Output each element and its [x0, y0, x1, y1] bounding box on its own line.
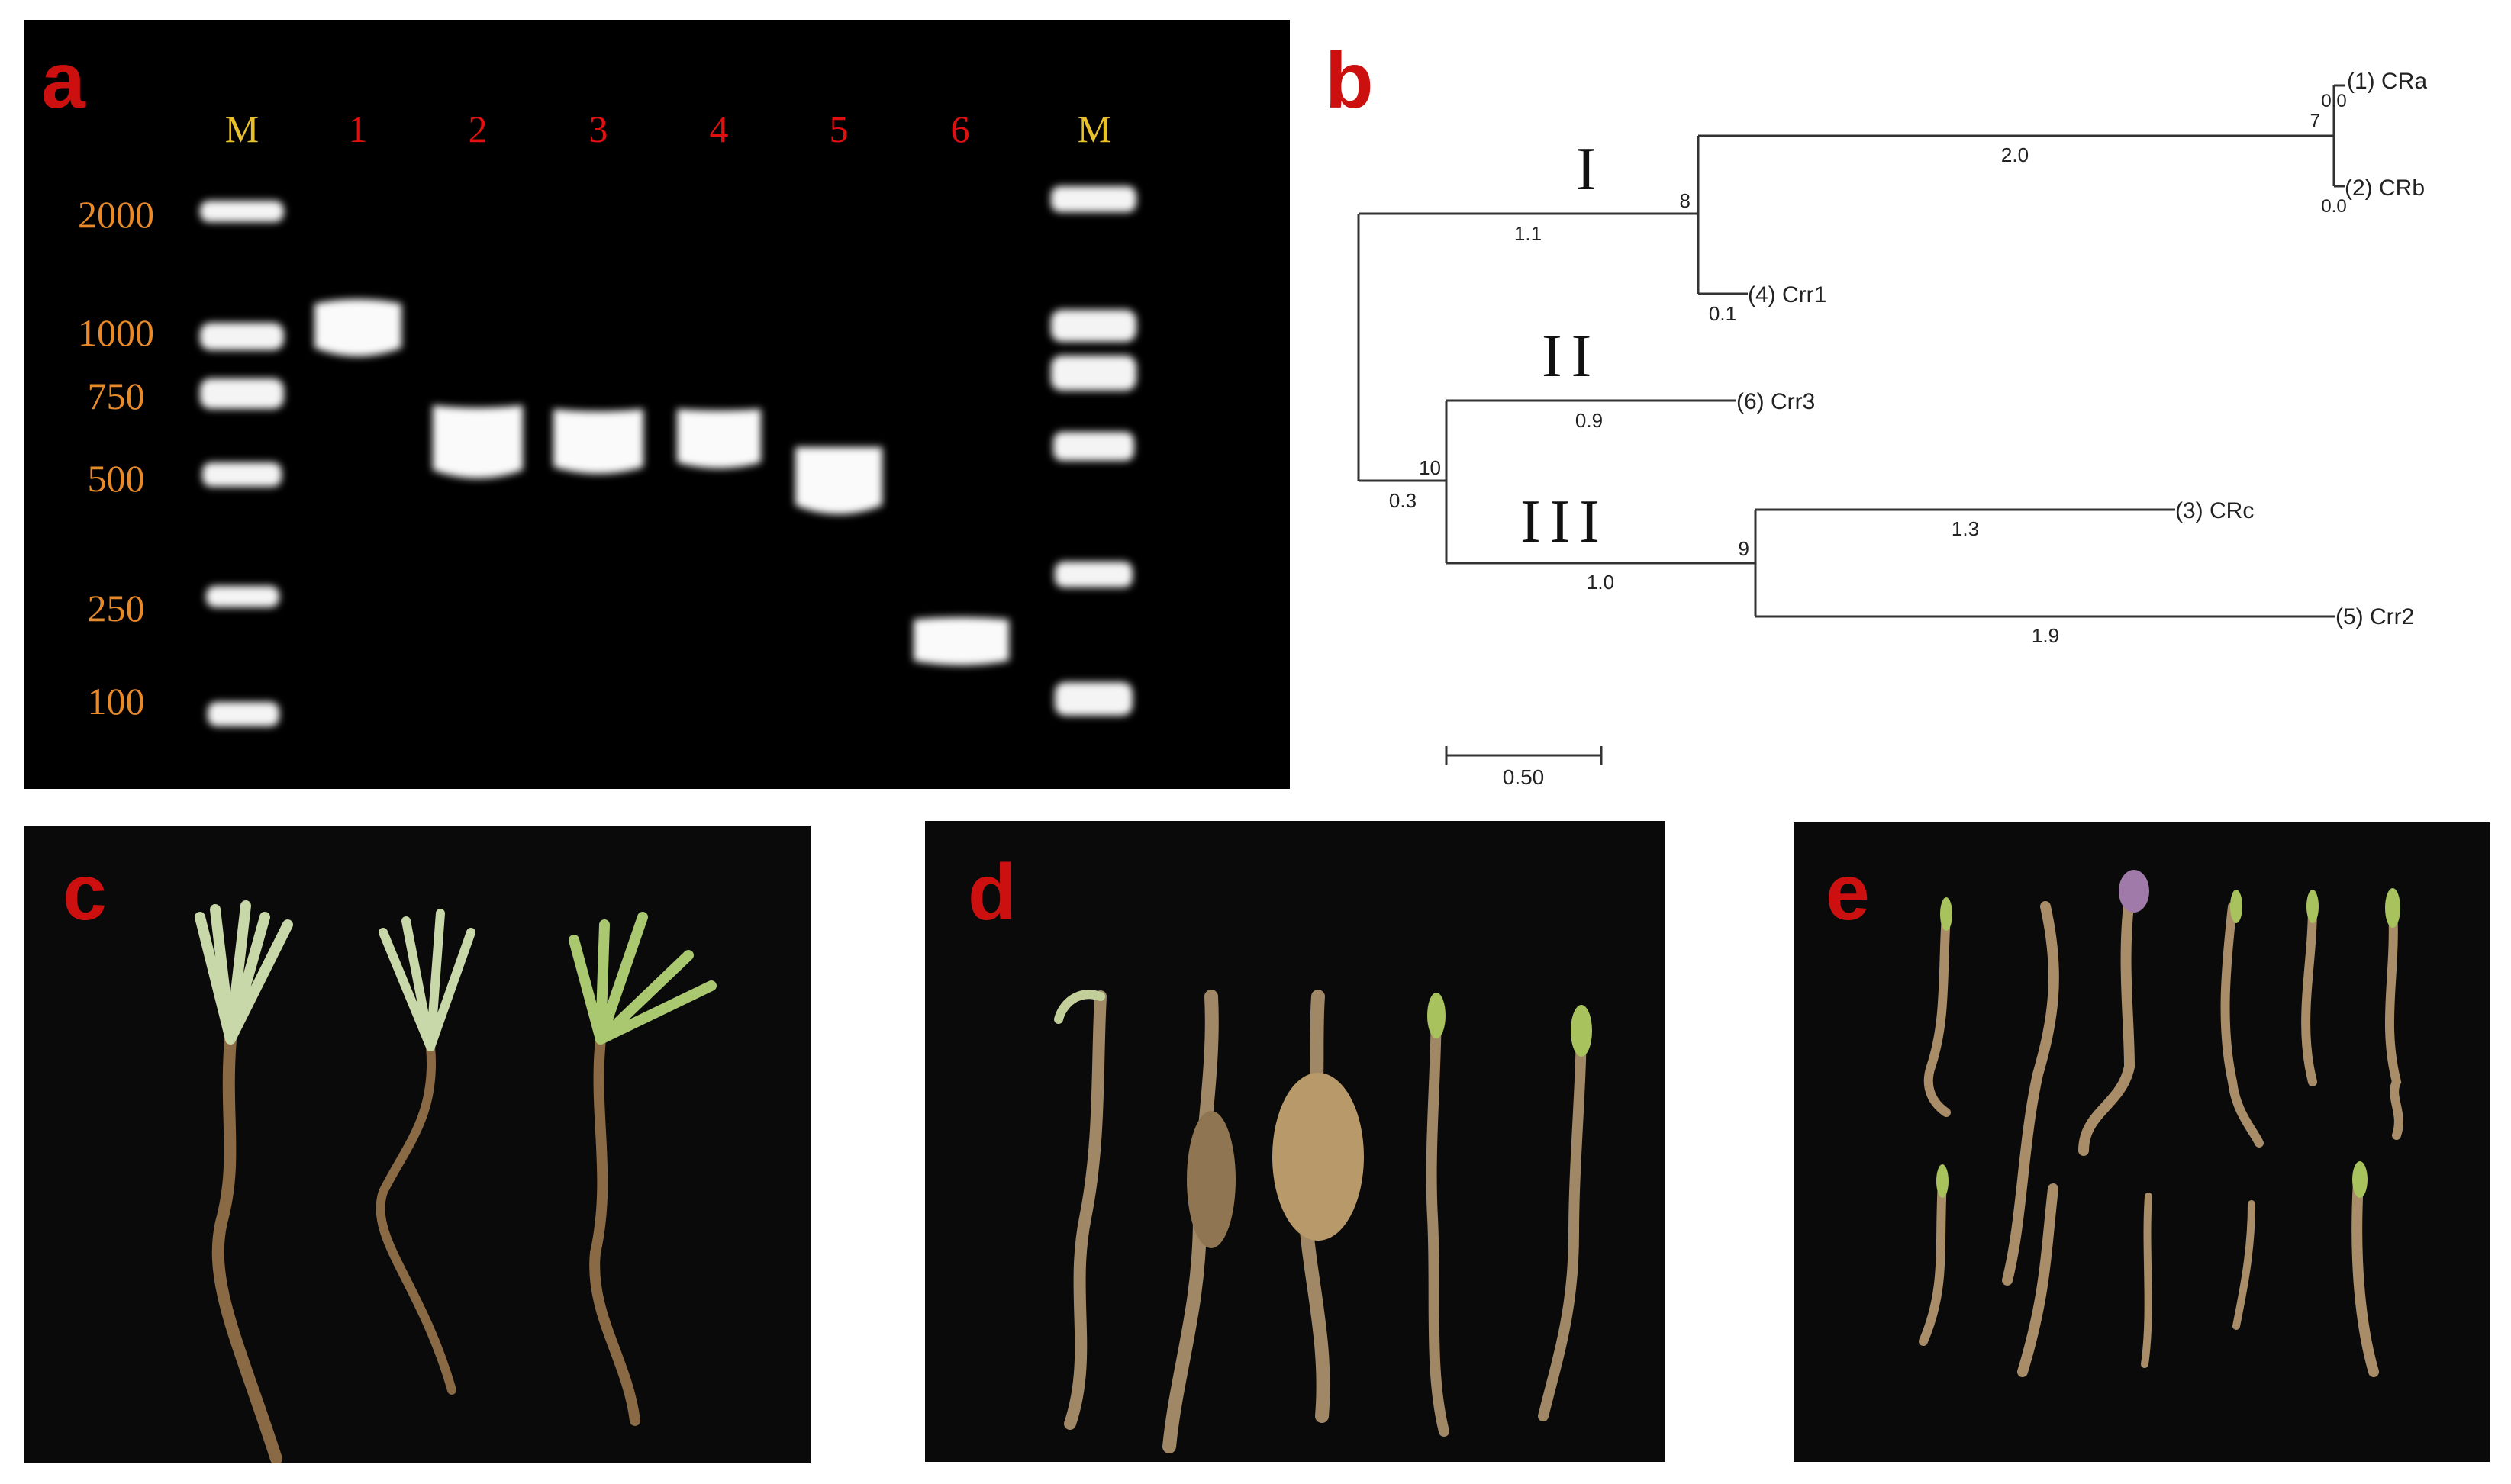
ladder-label-2000: 2000: [78, 193, 154, 236]
tree-branches: [1357, 84, 2345, 765]
branch-length-crr3: 0.9: [1575, 409, 1603, 432]
photo-panel-e: [1794, 822, 2490, 1462]
bootstrap-clade-3: 9: [1739, 537, 1749, 560]
band-lane-6: [914, 617, 1009, 665]
ladder-label-250: 250: [88, 587, 145, 629]
ladder-label-500: 500: [88, 457, 145, 500]
ladder-bands-left: [200, 201, 284, 726]
ladder-label-1000: 1000: [78, 311, 154, 354]
panel-label-b: b: [1325, 37, 1374, 125]
gel-image: M 1 2 3 4 5 6 M 2000 1000 750 500 250 10…: [24, 20, 1290, 789]
branch-length-cra-crb-node: 2.0: [2001, 143, 2029, 166]
seedlings-e-illustration: [1919, 870, 2403, 1377]
gel-svg: M 1 2 3 4 5 6 M 2000 1000 750 500 250 10…: [78, 108, 1136, 726]
seedlings-c-illustration: [195, 900, 717, 1463]
leaf-label-cra: (1) CRa: [2347, 69, 2427, 94]
band-lane-4: [677, 409, 761, 468]
panel-label-e: e: [1826, 848, 1870, 937]
flower-bud: [2119, 870, 2149, 913]
photo-panel-d: [925, 821, 1665, 1462]
lane-label-1: 1: [349, 108, 368, 150]
panel-label-d: d: [968, 848, 1017, 937]
clade-label-1: I: [1576, 136, 1597, 203]
scale-bar-label: 0.50: [1503, 765, 1545, 789]
sample-bands: [314, 299, 1009, 665]
lane-label-3: 3: [589, 108, 608, 150]
branch-length-crr2: 1.9: [2032, 624, 2059, 647]
branch-length-clade-2-3: 0.3: [1389, 489, 1417, 512]
branch-length-clade-3: 1.0: [1587, 571, 1614, 594]
phylogenetic-tree: I II III (1) CRa (2) CRb (4) Crr1 (6) Cr…: [1357, 69, 2427, 789]
photo-panel-c: [24, 826, 811, 1463]
lane-label-2: 2: [469, 108, 488, 150]
leaf-label-crr1: (4) Crr1: [1748, 282, 1826, 307]
lane-label-marker-right: M: [1078, 108, 1111, 150]
seedlings-d-illustration: [1054, 990, 1592, 1453]
bootstrap-cra-crb: 7: [2310, 111, 2320, 131]
ladder-bands-right: [1051, 186, 1136, 716]
lane-label-6: 6: [951, 108, 970, 150]
lane-label-5: 5: [830, 108, 849, 150]
leaf-label-crc: (3) CRc: [2175, 498, 2254, 523]
ladder-label-100: 100: [88, 680, 145, 723]
band-lane-5: [795, 447, 882, 514]
leaf-label-crb: (2) CRb: [2345, 175, 2425, 201]
leaf-label-crr2: (5) Crr2: [2335, 604, 2414, 629]
clade-label-2: II: [1542, 323, 1600, 390]
bootstrap-clade-1: 8: [1680, 189, 1691, 212]
band-lane-1: [314, 299, 401, 356]
branch-length-cra: 0.0: [2321, 91, 2346, 111]
panel-label-a: a: [41, 37, 85, 125]
panel-label-c: c: [63, 848, 107, 937]
branch-length-crr1: 0.1: [1709, 302, 1736, 325]
branch-length-crc: 1.3: [1952, 517, 1979, 540]
band-lane-3: [553, 409, 643, 474]
bootstrap-clade-2-3: 10: [1419, 456, 1441, 479]
branch-length-crb: 0.0: [2321, 196, 2346, 217]
ladder-label-750: 750: [88, 375, 145, 417]
gall-shape: [1272, 1073, 1364, 1241]
band-lane-2: [433, 405, 523, 478]
clade-label-3: III: [1520, 488, 1609, 555]
lane-label-4: 4: [710, 108, 729, 150]
leaf-label-crr3: (6) Crr3: [1736, 389, 1815, 414]
lane-label-marker-left: M: [225, 108, 259, 150]
branch-length-clade-1: 1.1: [1514, 222, 1542, 245]
